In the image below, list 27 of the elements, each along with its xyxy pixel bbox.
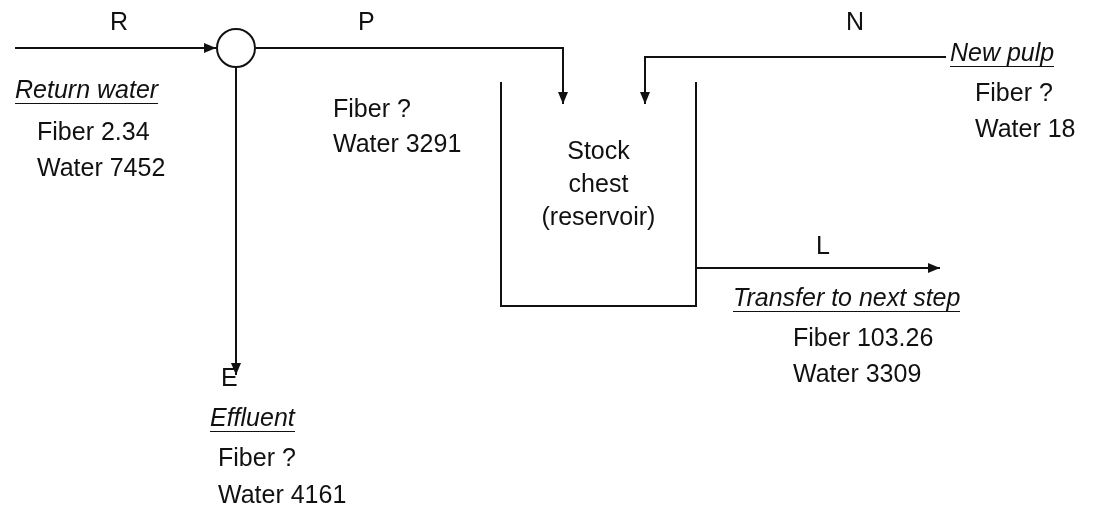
stream-value: Water 7452 [37, 152, 166, 182]
stream-heading: New pulp [950, 38, 1055, 67]
stream-letter: L [816, 230, 830, 260]
stream-letter: N [846, 6, 865, 36]
stream-value: Fiber ? [218, 442, 296, 472]
stream-value: Water 3291 [333, 128, 462, 158]
flow-arrow [255, 47, 568, 105]
reservoir-tank [500, 82, 697, 307]
tank-label: Stock chest (reservoir) [540, 135, 657, 232]
flow-arrow [696, 263, 941, 273]
stream-letter: E [221, 362, 238, 392]
stream-value: Water 18 [975, 113, 1076, 143]
stream-letter: P [358, 6, 375, 36]
flow-arrow [14, 43, 217, 53]
stream-letter: R [110, 6, 129, 36]
flow-arrow [231, 67, 241, 376]
stream-value: Fiber 2.34 [37, 116, 150, 146]
stream-value: Fiber ? [975, 77, 1053, 107]
stream-value: Fiber ? [333, 93, 411, 123]
stream-value: Fiber 103.26 [793, 322, 934, 352]
junction-circle [216, 28, 256, 68]
stream-value: Water 3309 [793, 358, 922, 388]
stream-heading: Effluent [210, 403, 295, 432]
stream-value: Water 4161 [218, 479, 347, 509]
stream-heading: Transfer to next step [733, 283, 961, 312]
stream-heading: Return water [15, 75, 159, 104]
flow-arrow [640, 56, 947, 105]
